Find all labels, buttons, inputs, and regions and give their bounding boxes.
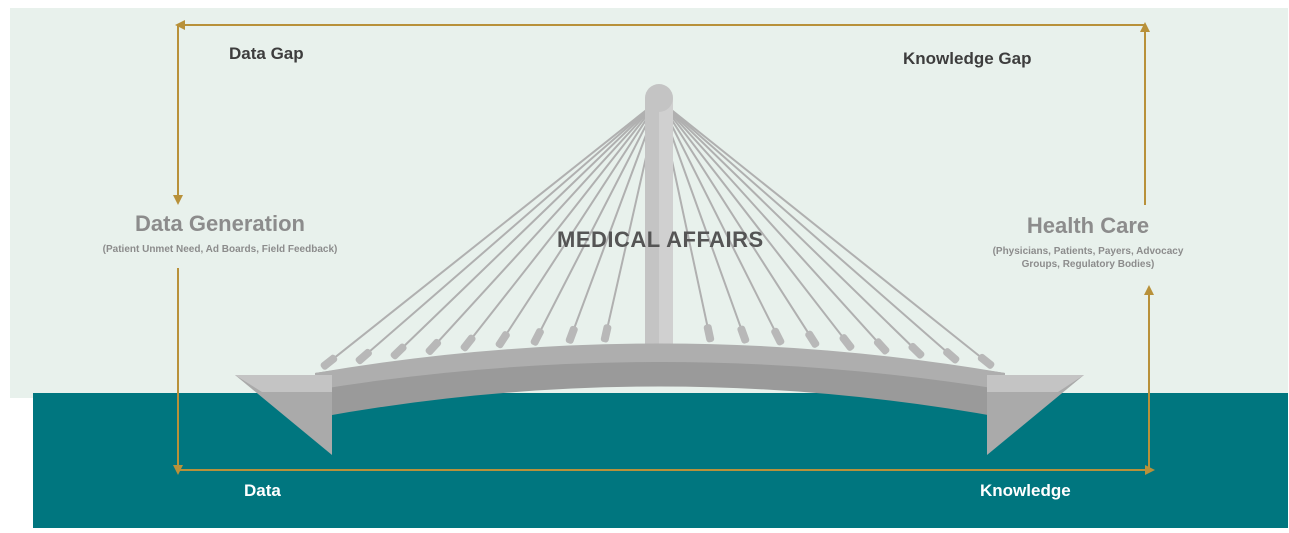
bridge-pylon-top	[645, 84, 673, 112]
health-care-subtitle-line2: Groups, Regulatory Bodies)	[938, 258, 1238, 271]
health-care-title: Health Care	[938, 213, 1238, 239]
data-generation-title: Data Generation	[70, 211, 370, 237]
data-generation-subtitle: (Patient Unmet Need, Ad Boards, Field Fe…	[70, 243, 370, 256]
knowledge-label: Knowledge	[980, 481, 1071, 501]
knowledge-gap-label: Knowledge Gap	[903, 49, 1031, 69]
health-care-subtitle-line1: (Physicians, Patients, Payers, Advocacy	[938, 245, 1238, 258]
water-background	[33, 393, 1288, 528]
data-gap-label: Data Gap	[229, 44, 304, 64]
bridge-pylon-highlight	[659, 98, 673, 348]
data-label: Data	[244, 481, 281, 501]
medical-affairs-title: MEDICAL AFFAIRS	[557, 227, 764, 253]
